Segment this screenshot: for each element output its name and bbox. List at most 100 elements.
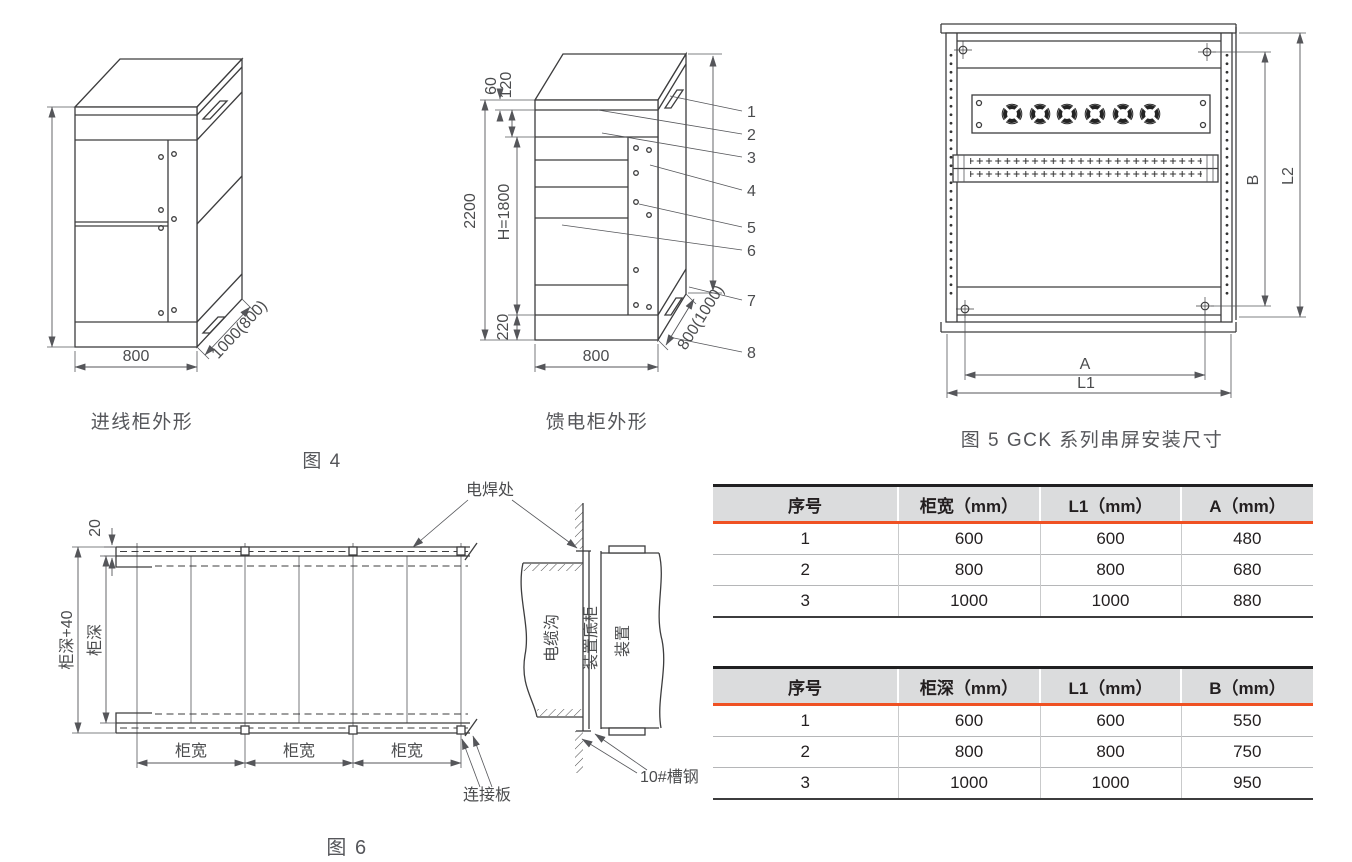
table-cell: 1000 xyxy=(897,585,1040,617)
header-cell-depth: 柜深（mm） xyxy=(897,667,1040,706)
channel-steel-label: 10#槽钢 xyxy=(640,768,699,786)
meter-icon xyxy=(1083,102,1107,126)
cable-trench-label: 电缆沟 xyxy=(543,614,561,662)
installation-plan-drawing: 20 柜深+40 柜深 柜宽 柜宽 柜宽 电焊处 xyxy=(58,481,699,804)
table-cell: 800 xyxy=(1039,554,1181,586)
device-base-label: 装置底柜 xyxy=(582,606,600,670)
table-row: 2 800 800 680 xyxy=(713,554,1313,586)
figure4-caption: 图 4 xyxy=(302,451,342,472)
meter-icon xyxy=(1138,102,1162,126)
table-header-row: 序号 柜宽（mm） L1（mm） A（mm） xyxy=(713,485,1313,524)
callout-3: 3 xyxy=(747,150,756,167)
table-cell: 2 xyxy=(713,736,898,768)
table-cell: 950 xyxy=(1180,767,1313,799)
wall-hatch xyxy=(575,731,583,773)
table-row: 3 1000 1000 950 xyxy=(713,767,1313,799)
gck-panel-drawing: B L2 A L1 xyxy=(940,23,1306,398)
callout-8: 8 xyxy=(747,345,756,362)
table-cell: 1000 xyxy=(897,767,1040,799)
table-cell: 880 xyxy=(1180,585,1313,617)
feeder-dim-220: 220 xyxy=(495,314,512,341)
header-cell-l1: L1（mm） xyxy=(1039,485,1181,524)
table-cell: 550 xyxy=(1180,704,1313,737)
table-row: 1 600 600 550 xyxy=(713,704,1313,737)
table-cell: 1 xyxy=(800,529,810,548)
plan-depth: 柜深 xyxy=(86,624,104,656)
table-cell: 1000 xyxy=(1039,767,1181,799)
figure6-caption: 图 6 xyxy=(326,837,368,859)
table-cell: 800 xyxy=(1039,736,1181,768)
header-cell-index: 序号 xyxy=(713,485,898,524)
incoming-cabinet-drawing: 800 1000(800) xyxy=(47,57,271,372)
dim-a-label: A xyxy=(1080,356,1091,373)
header-cell-width: 柜宽（mm） xyxy=(897,485,1040,524)
callout-4: 4 xyxy=(747,183,756,200)
trench-hatch xyxy=(537,709,583,716)
connector-plate xyxy=(240,725,250,735)
header-cell-l1: L1（mm） xyxy=(1039,667,1181,706)
connector-plate xyxy=(456,546,466,556)
feeder-dim-60: 60 xyxy=(483,77,500,95)
feeder-dim-h1800: H=1800 xyxy=(496,184,513,241)
right-rail-perforations xyxy=(1223,53,1230,300)
weld-spot-label: 电焊处 xyxy=(466,481,514,499)
table-cell: 3 xyxy=(713,585,898,617)
terminal-row xyxy=(970,169,1202,180)
header-cell-b: B（mm） xyxy=(1180,667,1313,706)
callout-5: 5 xyxy=(747,220,756,237)
table-cell: 1000 xyxy=(1039,585,1181,617)
feeder-total-height-dim: 2200 xyxy=(462,193,479,229)
meter-icon xyxy=(1028,102,1052,126)
plan-dim-20: 20 xyxy=(87,519,104,537)
table-cell: 800 xyxy=(897,736,1040,768)
header-cell-a: A（mm） xyxy=(1180,485,1313,524)
table-row: 3 1000 1000 880 xyxy=(713,585,1313,617)
table-row: 2 800 800 750 xyxy=(713,736,1313,768)
left-rail-perforations xyxy=(948,53,955,300)
callout-2: 2 xyxy=(747,127,756,144)
table-cell: 600 xyxy=(1039,704,1181,737)
table-cell: 800 xyxy=(897,554,1040,586)
connector-plate xyxy=(348,546,358,556)
device-label: 装置 xyxy=(614,625,632,657)
table-cell: 480 xyxy=(1180,522,1313,555)
feeder-cabinet-caption: 馈电柜外形 xyxy=(545,412,649,433)
meter-icon xyxy=(1111,102,1135,126)
connector-plate xyxy=(240,546,250,556)
table-cell: 1 xyxy=(800,711,810,730)
trench-hatch xyxy=(523,564,583,571)
depth-dimension-table: 序号 柜深（mm） L1（mm） B（mm） 1 600 600 550 2 8… xyxy=(713,666,1313,800)
callout-1: 1 xyxy=(747,104,756,121)
incoming-cabinet-caption: 进线柜外形 xyxy=(90,412,194,433)
table-cell: 600 xyxy=(897,704,1040,737)
plan-width-dim: 柜宽 xyxy=(391,742,423,760)
feeder-dim-120: 120 xyxy=(498,72,515,99)
table-cell: 2 xyxy=(713,554,898,586)
table-header-row: 序号 柜深（mm） L1（mm） B（mm） xyxy=(713,667,1313,706)
table-cell: 600 xyxy=(1039,522,1181,555)
callout-6: 6 xyxy=(747,243,756,260)
incoming-width-dim: 800 xyxy=(123,348,150,365)
figure5-caption: 图 5 GCK 系列串屏安装尺寸 xyxy=(960,430,1224,451)
dim-l1-label: L1 xyxy=(1077,375,1095,392)
meter-icon xyxy=(1000,102,1024,126)
table-cell: 680 xyxy=(1180,554,1313,586)
table-cell: 600 xyxy=(897,522,1040,555)
connector-plate-label: 连接板 xyxy=(463,786,511,804)
callout-7: 7 xyxy=(747,293,756,310)
feeder-width-dim: 800 xyxy=(583,348,610,365)
meter-icon xyxy=(1055,102,1079,126)
table-cell: 3 xyxy=(713,767,898,799)
plan-width-dim: 柜宽 xyxy=(175,742,207,760)
feeder-cabinet-drawing: 1 2 3 4 5 6 7 8 2200 60 120 H=1800 220 8… xyxy=(462,51,756,372)
connector-plate xyxy=(456,725,466,735)
table-cell: 750 xyxy=(1180,736,1313,768)
wall-hatch xyxy=(575,503,583,549)
connector-plate xyxy=(348,725,358,735)
table-row: 1 600 600 480 xyxy=(713,522,1313,555)
terminal-row xyxy=(970,156,1202,167)
plan-depth-plus40: 柜深+40 xyxy=(58,610,76,669)
plan-width-dim: 柜宽 xyxy=(283,742,315,760)
